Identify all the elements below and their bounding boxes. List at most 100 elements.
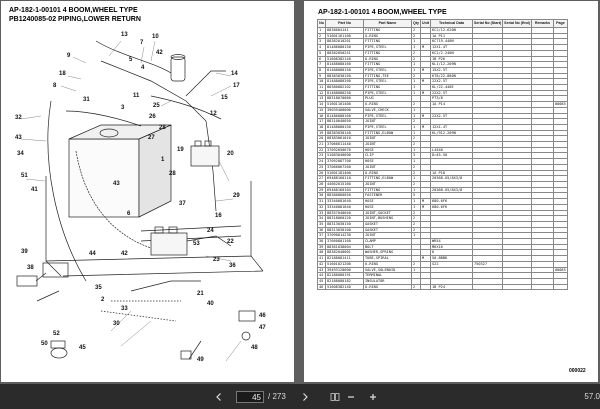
callout-39: 39 — [21, 249, 28, 255]
table-cell — [552, 283, 568, 291]
table-cell — [471, 49, 504, 57]
table-cell — [471, 198, 504, 205]
table-cell — [471, 169, 504, 177]
callout-50: 50 — [41, 341, 48, 347]
table-cell — [552, 27, 568, 34]
hydraulic-tank — [68, 138, 140, 218]
callout-23: 23 — [213, 257, 220, 263]
callout-48: 48 — [251, 345, 258, 351]
table-cell — [471, 152, 504, 160]
callout-16: 16 — [215, 213, 222, 219]
column-header: Page — [552, 19, 568, 28]
callout-22: 22 — [227, 239, 234, 245]
column-header: Serial No (Start) — [471, 19, 504, 28]
view-mode-button[interactable] — [330, 392, 340, 402]
table-cell — [552, 141, 568, 148]
filter-canister — [170, 56, 186, 82]
callout-28: 28 — [159, 125, 166, 131]
table-cell — [552, 192, 568, 200]
callout-42: 42 — [156, 50, 163, 56]
page-total: / 273 — [268, 392, 286, 401]
callout-3: 3 — [121, 105, 125, 111]
table-cell — [552, 55, 568, 63]
parts-list-title: AP-182-1-00101 4 BOOM,WHEEL TYPE — [318, 9, 447, 16]
callout-15: 15 — [221, 95, 228, 101]
callout-5: 5 — [129, 57, 133, 63]
callout-49: 49 — [197, 357, 204, 363]
table-cell — [471, 249, 504, 257]
frame — [45, 176, 264, 277]
page-number-input[interactable]: 45 — [236, 391, 264, 403]
valve-block — [190, 145, 220, 167]
table-cell — [552, 158, 568, 165]
callout-7: 7 — [140, 40, 144, 46]
hose-long — [47, 100, 87, 282]
next-page-button[interactable] — [300, 392, 310, 402]
table-cell — [552, 232, 568, 239]
table-cell: 00085 — [552, 266, 568, 274]
callout-28b: 28 — [169, 171, 176, 177]
pipe-line-a — [65, 110, 142, 127]
table-cell — [552, 152, 568, 160]
table-cell — [502, 283, 532, 291]
table-cell — [471, 226, 504, 234]
table-cell — [552, 215, 568, 222]
zoom-out-button[interactable] — [346, 392, 356, 402]
table-cell — [471, 32, 504, 40]
zoom-in-button[interactable] — [368, 392, 378, 402]
callout-46: 46 — [259, 313, 266, 319]
zoom-level[interactable]: 57.0 — [584, 392, 600, 401]
table-cell — [552, 238, 568, 245]
column-header: Technical Data — [430, 19, 473, 28]
table-cell — [471, 203, 504, 211]
callout-12: 12 — [210, 111, 217, 117]
callout-44: 44 — [89, 251, 96, 257]
callout-29: 29 — [233, 193, 240, 199]
table-cell — [471, 38, 504, 46]
table-cell — [552, 249, 568, 257]
callout-18: 18 — [59, 71, 66, 77]
tank-cap — [99, 128, 119, 138]
table-cell — [471, 163, 504, 171]
callout-19: 19 — [177, 147, 184, 153]
table-cell: 00085 — [552, 101, 568, 108]
filter-cap — [170, 54, 186, 60]
table-cell — [471, 220, 504, 228]
callout-17: 17 — [233, 83, 240, 89]
callout-8: 8 — [53, 83, 57, 89]
table-cell — [471, 27, 504, 34]
callout-35: 35 — [95, 285, 102, 291]
table-cell — [471, 243, 504, 251]
callout-30: 30 — [113, 321, 120, 327]
table-cell: 51608382140 — [325, 283, 364, 291]
previous-page-button[interactable] — [214, 392, 224, 402]
pipe-return — [100, 60, 207, 122]
table-cell — [471, 123, 504, 131]
clamp-fitting — [50, 347, 68, 359]
callout-24: 24 — [207, 228, 214, 234]
fitting-lower — [238, 310, 256, 322]
callout-43: 43 — [15, 135, 22, 141]
callout-14: 14 — [231, 71, 238, 77]
hose-spiral — [75, 150, 162, 252]
callout-26: 26 — [149, 114, 156, 120]
table-cell — [530, 283, 554, 291]
piping-diagram — [16, 40, 264, 362]
callout-4: 4 — [141, 65, 145, 71]
table-cell: 1B P24 — [430, 283, 473, 291]
table-cell — [471, 181, 504, 188]
